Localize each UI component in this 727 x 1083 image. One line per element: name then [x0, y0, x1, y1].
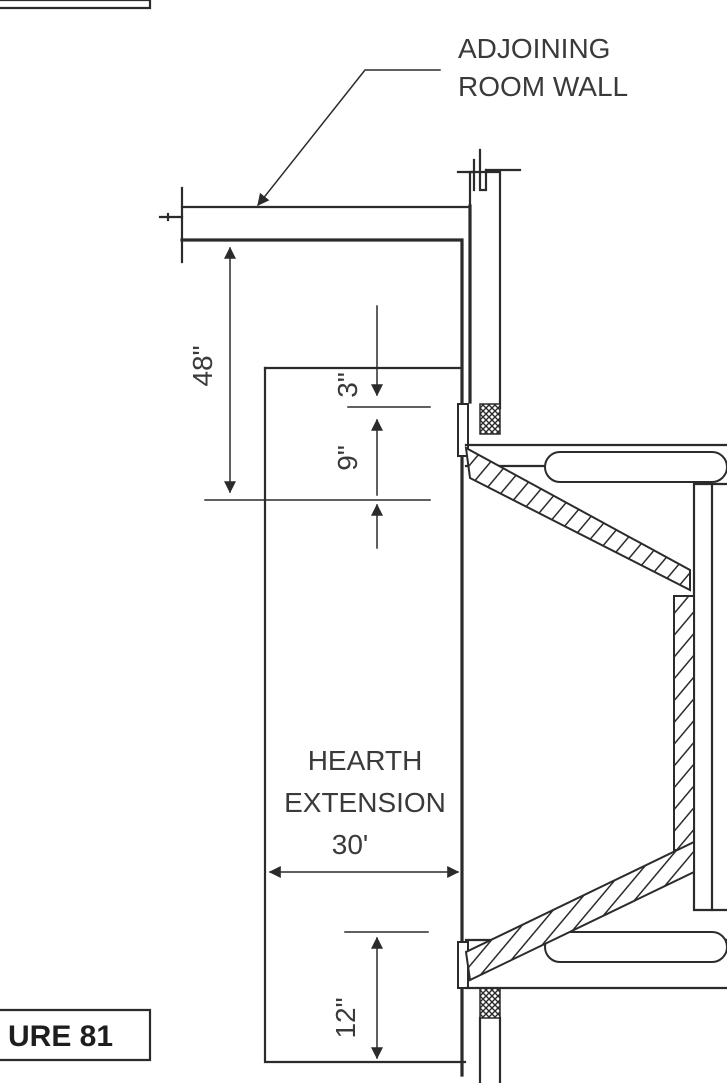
dimension-12 — [344, 931, 429, 1060]
fireplace-trim-upper — [457, 403, 501, 457]
hearth-width-label: 30' — [332, 829, 369, 860]
figure-caption-box — [0, 1008, 152, 1062]
dimension-3-label: 3" — [332, 372, 363, 398]
hearth-label-line2: EXTENSION — [284, 787, 446, 818]
dimension-12-label: 12" — [330, 997, 361, 1038]
hearth-extension-outline — [263, 366, 467, 1077]
adjoining-wall-leader — [256, 69, 441, 207]
dimension-48 — [204, 246, 431, 501]
caption-frame-top — [0, 0, 152, 10]
adjoining-label-line1: ADJOINING — [458, 33, 610, 64]
dimension-48-label: 48" — [187, 345, 218, 386]
adjoining-label-line2: ROOM WALL — [458, 71, 628, 102]
adjoining-room-wall — [158, 148, 522, 412]
fireplace-firebox — [464, 443, 727, 990]
dimension-9-label: 9" — [332, 445, 363, 471]
figure-caption: URE 81 — [8, 1020, 113, 1053]
dimension-3-9 — [347, 305, 431, 549]
hearth-label-line1: HEARTH — [308, 745, 423, 776]
